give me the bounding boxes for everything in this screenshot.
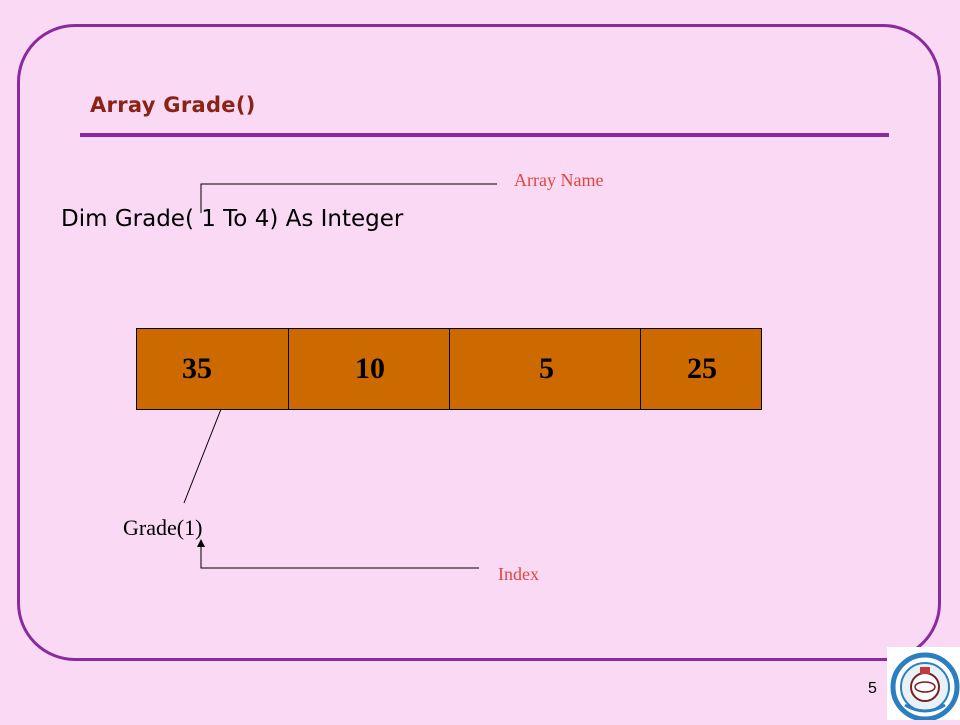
code-declaration: Dim Grade( 1 To 4) As Integer	[61, 206, 404, 232]
array-name-label: Array Name	[514, 170, 604, 190]
index-label: Index	[498, 564, 539, 584]
grade-reference-label: Grade(1)	[123, 515, 203, 540]
grade-pointer-line	[183, 403, 224, 504]
array-name-connector	[200, 183, 497, 213]
array-cell-2: 10	[289, 329, 450, 409]
index-connector	[200, 545, 479, 569]
array-cell-3: 5	[450, 329, 641, 409]
index-arrowhead	[197, 539, 205, 547]
array-cell-1: 35	[137, 329, 289, 409]
page-number: 5	[868, 680, 877, 697]
title-underline	[80, 133, 889, 137]
array-diagram: 35 10 5 25	[136, 328, 762, 410]
slide-title: Array Grade()	[90, 93, 256, 117]
university-seal-icon	[887, 647, 960, 722]
array-cell-4: 25	[687, 352, 717, 385]
